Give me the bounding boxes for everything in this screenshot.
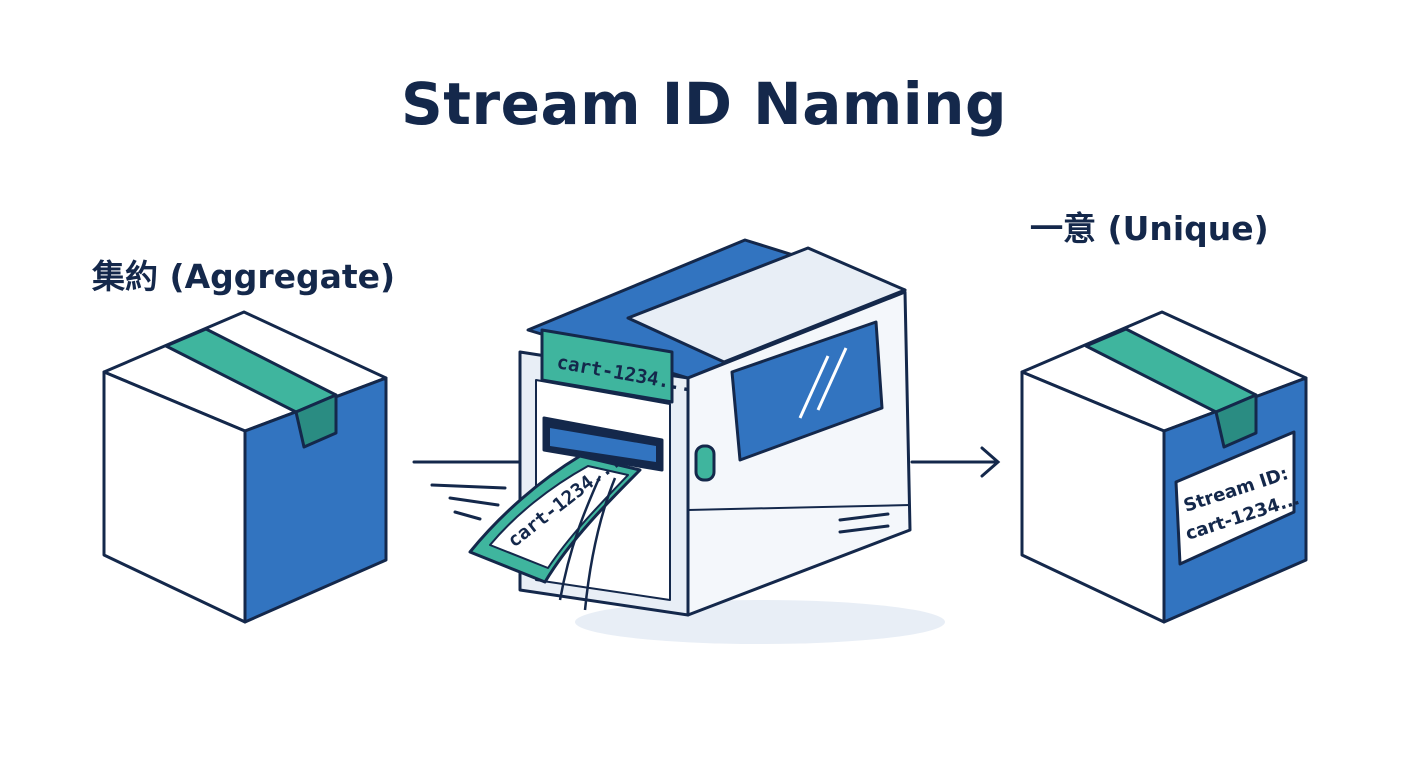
unique-box-icon	[1020, 310, 1308, 624]
diagram-title: Stream ID Naming	[401, 70, 1007, 138]
input-arrow-icon	[412, 460, 522, 521]
aggregate-box-icon	[102, 310, 388, 624]
label-printer-icon	[468, 238, 945, 644]
unique-label: 一意 (Unique)	[1030, 209, 1269, 248]
output-arrow-icon	[910, 446, 1001, 478]
aggregate-label: 集約 (Aggregate)	[92, 257, 396, 296]
